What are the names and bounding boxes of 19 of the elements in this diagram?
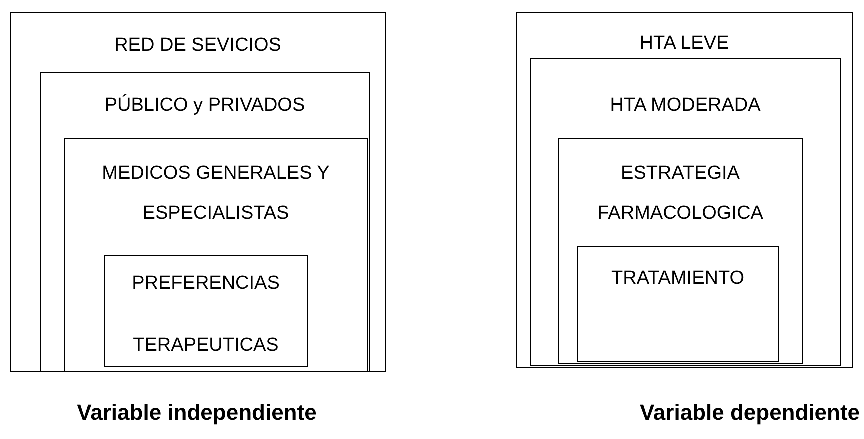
box-text: RED DE SEVICIOS — [114, 34, 282, 58]
nested-box — [40, 72, 370, 372]
nested-box — [558, 138, 803, 364]
nested-box — [530, 58, 841, 366]
nested-box — [64, 138, 368, 372]
caption-text: Variable independiente — [77, 399, 317, 427]
box-text: TERAPEUTICAS — [133, 334, 279, 358]
nested-box — [516, 12, 853, 368]
box-text: PÚBLICO y PRIVADOS — [104, 94, 306, 118]
caption-text: Variable dependiente — [640, 399, 860, 427]
box-text: PREFERENCIAS — [132, 272, 280, 296]
nested-box — [10, 12, 386, 372]
box-text: ESTRATEGIA FARMACOLOGICA — [596, 162, 764, 226]
box-text: HTA MODERADA — [610, 94, 761, 118]
nested-box — [577, 246, 779, 362]
box-text: HTA LEVE — [640, 32, 730, 56]
box-text: MEDICOS GENERALES Y ESPECIALISTAS — [101, 162, 331, 226]
nested-box — [104, 255, 308, 367]
box-text: TRATAMIENTO — [612, 267, 744, 291]
